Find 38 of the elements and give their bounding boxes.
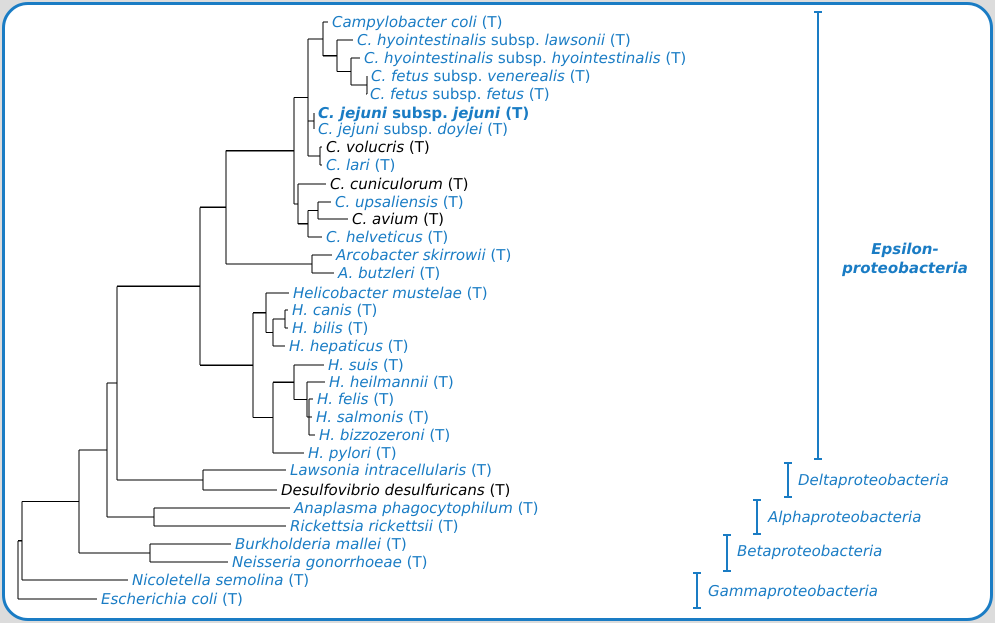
group-label: Gammaproteobacteria (708, 582, 879, 601)
species-label: C. jejuni subsp. jejuni (T) (318, 104, 530, 122)
species-label: H. bilis (T) (292, 319, 368, 337)
species-label: C. helveticus (T) (326, 228, 448, 246)
species-label: Burkholderia mallei (T) (235, 535, 407, 553)
species-label: Desulfovibrio desulfuricans (T) (281, 481, 510, 499)
species-label: Arcobacter skirrowii (T) (336, 246, 512, 264)
species-label: C. fetus subsp. fetus (T) (370, 85, 550, 103)
species-label: H. hepaticus (T) (289, 337, 409, 355)
species-label: C. jejuni subsp. doylei (T) (318, 120, 508, 138)
species-label: Nicoletella semolina (T) (132, 571, 310, 589)
species-label: H. salmonis (T) (316, 408, 429, 426)
species-label: Lawsonia intracellularis (T) (290, 461, 492, 479)
species-label: Rickettsia rickettsii (T) (290, 517, 459, 535)
species-label: H. suis (T) (328, 356, 404, 374)
species-label: Anaplasma phagocytophilum (T) (294, 499, 538, 517)
species-label: H. bizzozeroni (T) (319, 426, 450, 444)
species-label: C. hyointestinalis subsp. lawsonii (T) (357, 31, 631, 49)
species-label: C. hyointestinalis subsp. hyointestinalis (T) (364, 49, 686, 67)
species-label: C. fetus subsp. venerealis (T) (371, 67, 590, 85)
species-label: H. canis (T) (292, 301, 378, 319)
species-label: Helicobacter mustelae (T) (293, 284, 488, 302)
species-label: C. volucris (T) (326, 138, 430, 156)
species-label: C. avium (T) (352, 210, 444, 228)
group-label: Deltaproteobacteria (798, 471, 950, 490)
group-label: Betaproteobacteria (737, 542, 884, 561)
species-label: H. pylori (T) (308, 444, 397, 462)
species-label: Escherichia coli (T) (101, 590, 243, 608)
species-label: C. upsaliensis (T) (335, 193, 464, 211)
species-label: Campylobacter coli (T) (332, 13, 502, 31)
group-label: Alphaproteobacteria (768, 508, 922, 527)
species-label: C. lari (T) (326, 156, 396, 174)
species-label: C. cuniculorum (T) (330, 175, 468, 193)
species-label: H. heilmannii (T) (329, 373, 454, 391)
group-label: Epsilon-proteobacteria (841, 240, 969, 278)
species-label: Neisseria gonorrhoeae (T) (232, 553, 428, 571)
species-label: H. felis (T) (317, 390, 394, 408)
species-label: A. butzleri (T) (338, 264, 440, 282)
